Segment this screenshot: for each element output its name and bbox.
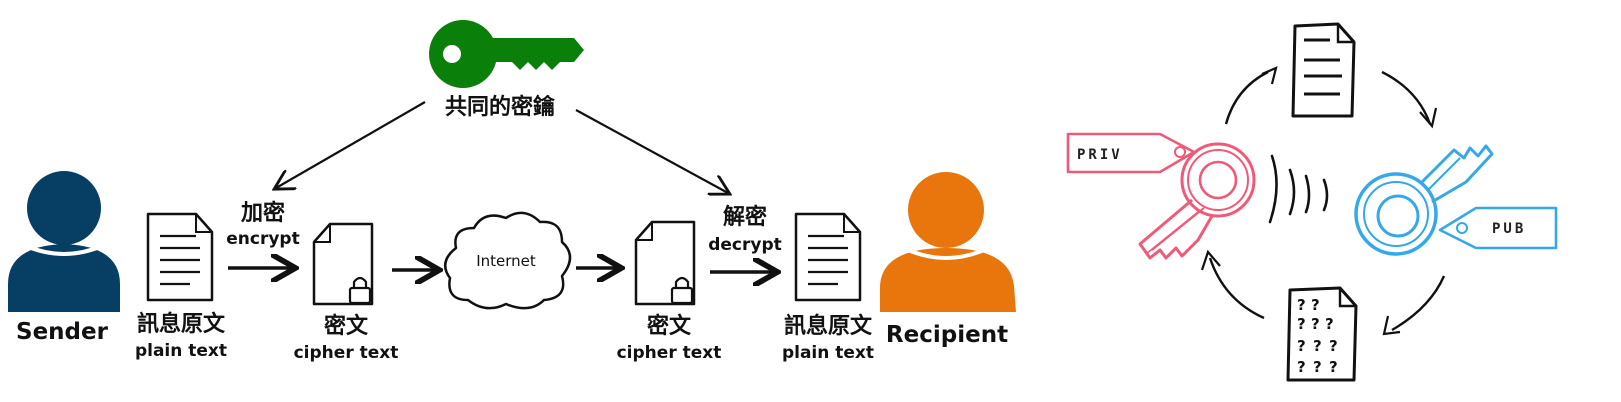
private-key-tag: PRIV — [1077, 147, 1123, 163]
glyph-q7: ? — [1313, 337, 1322, 355]
key-to-decrypt-arrow — [575, 109, 728, 193]
glyph-q1: ? — [1297, 296, 1306, 314]
document-icon — [146, 212, 214, 302]
glyph-q10: ? — [1313, 358, 1322, 376]
glyph-q2: ? — [1311, 296, 1320, 314]
encrypt-en-label: encrypt — [226, 229, 299, 249]
symmetric-encryption-panel: 共同的密鑰 Sender 訊息原文 plain text 加密 encrypt — [8, 20, 1016, 363]
cipher-text-en-right: cipher text — [617, 343, 722, 363]
glyph-q8: ? — [1329, 337, 1338, 355]
glyph-q9: ? — [1297, 358, 1306, 376]
decrypt-en-label: decrypt — [708, 235, 782, 255]
sender-label: Sender — [16, 319, 109, 345]
signal-waves — [1268, 154, 1329, 224]
recipient-person-icon — [880, 172, 1016, 312]
document-icon — [1291, 22, 1356, 118]
locked-document-icon — [312, 222, 374, 306]
cipher-text-cn-right: 密文 — [647, 313, 692, 339]
plain-text-en-left: plain text — [135, 341, 227, 361]
public-key-tag: PUB — [1492, 221, 1526, 237]
cipher-text-cn-left: 密文 — [324, 313, 369, 339]
encrypt-cn-label: 加密 — [240, 200, 285, 226]
glyph-q4: ? — [1311, 315, 1320, 333]
private-key-icon — [1066, 132, 1256, 260]
cipher-text-en-left: cipher text — [294, 343, 399, 363]
internet-label: Internet — [476, 252, 536, 270]
encrypted-document-icon — [1286, 286, 1358, 382]
cycle-arrow-bottom-left — [1208, 257, 1265, 320]
glyph-q11: ? — [1329, 358, 1338, 376]
shared-key-label: 共同的密鑰 — [445, 94, 555, 120]
public-key-icon — [1354, 144, 1558, 256]
cycle-arrow-top-right — [1381, 70, 1432, 125]
sender-person-icon — [8, 171, 120, 312]
internet-cloud-icon — [443, 211, 572, 310]
recipient-label: Recipient — [886, 322, 1008, 348]
shared-key-icon — [429, 20, 584, 88]
key-to-encrypt-arrow — [276, 101, 426, 188]
glyph-q3: ? — [1297, 315, 1306, 333]
plain-text-en-right: plain text — [782, 343, 874, 363]
decrypt-cn-label: 解密 — [723, 204, 767, 230]
document-icon — [794, 212, 862, 302]
plain-text-cn-left: 訊息原文 — [137, 311, 226, 337]
glyph-q5: ? — [1325, 315, 1334, 333]
locked-document-icon — [634, 220, 696, 306]
cycle-arrow-bottom-right — [1391, 275, 1446, 332]
cycle-arrow-top-left — [1224, 70, 1269, 125]
plain-text-cn-right: 訊息原文 — [784, 313, 873, 339]
asymmetric-encryption-sketch: ? ? ? ? ? ? ? ? ? ? ? — [1066, 22, 1558, 382]
glyph-q6: ? — [1297, 337, 1306, 355]
